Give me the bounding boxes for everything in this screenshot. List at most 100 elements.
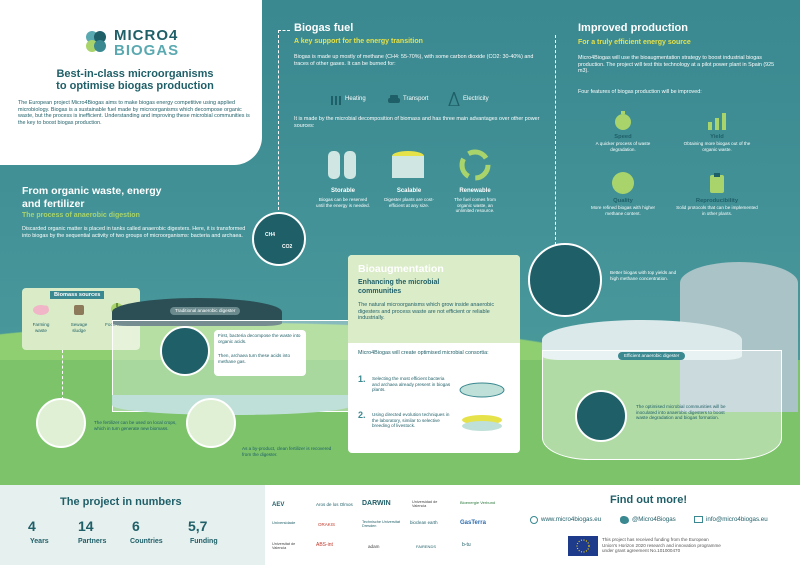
stat-value: 14: [78, 518, 94, 534]
feature-title: Reproducibility: [695, 198, 739, 204]
funding-note: This project has received funding from t…: [602, 537, 721, 554]
crops-icon: [36, 398, 86, 448]
step-text: Selecting the most efficient bacteria an…: [372, 376, 451, 393]
recycle-icon: [458, 148, 492, 182]
globe-icon: [530, 516, 538, 524]
bioaug-title: Bioaugmentation: [358, 263, 444, 275]
advantage-desc: The fuel comes from organic waste, an un…: [454, 197, 496, 214]
advantage-title: Storable: [330, 188, 355, 194]
feature-title: Yield: [710, 134, 724, 140]
numbers-panel: [0, 485, 265, 565]
use-electricity: Electricity: [463, 96, 489, 102]
biomass-title: Biomass sources: [50, 291, 105, 299]
numbers-title: The project in numbers: [60, 496, 182, 508]
stat-value: 5,7: [188, 518, 208, 534]
connector-line: [278, 30, 290, 31]
digestion-step-2: Then, archaea turn these acids into meth…: [218, 353, 291, 364]
digester-base: [112, 395, 352, 415]
features-intro: Four features of biogas production will …: [578, 89, 702, 95]
stat-label: Years: [30, 538, 49, 545]
connector-line: [278, 30, 279, 220]
fertilizer-use: The fertilizer can be used on local crop…: [94, 420, 177, 431]
feature-title: Speed: [614, 134, 632, 140]
fertilizer-icon: [186, 398, 236, 448]
fertilizer-byproduct: As a by-product, clean fertilizer is rec…: [242, 446, 332, 457]
connector-line: [555, 35, 556, 250]
quality-icon: [612, 172, 634, 194]
partner-logo: DARWIN: [362, 500, 391, 507]
better-biogas: Better biogas with top yields and high m…: [610, 270, 677, 281]
clipboard-icon: [706, 172, 728, 194]
contact-title: Find out more!: [610, 494, 687, 506]
petri-dish-icon: [458, 380, 506, 398]
partner-logo: GasTerra: [460, 520, 486, 526]
optimized-microbes-zoom: [528, 243, 602, 317]
stat-label: Countries: [130, 538, 163, 545]
intro-body: The European project Micro4Biogas aims t…: [18, 100, 250, 126]
feature-desc: A quicker process of waste degradation.: [595, 141, 651, 152]
step-number: 1.: [358, 374, 366, 384]
brand-top: MICRO4: [114, 27, 179, 44]
molecule-co2: CO2: [282, 244, 293, 250]
partner-logo: Universidad de Valencia: [412, 500, 438, 508]
waste-body: Discarded organic matter is placed in ta…: [22, 226, 246, 239]
advantages-intro: It is made by the microbial decompositio…: [294, 116, 540, 129]
heating-icon: [330, 93, 342, 105]
website-link[interactable]: www.micro4biogas.eu: [541, 516, 602, 523]
biogas-title: Biogas fuel: [294, 22, 354, 34]
storage-tanks-icon: [326, 145, 360, 183]
consortia-intro: Micro4Biogas will create optimised micro…: [358, 350, 489, 356]
waste-title-2: and fertilizer: [22, 198, 85, 210]
partner-logo: AEV: [272, 502, 285, 508]
microbe-zoom: [160, 326, 210, 376]
partner-logo: Aros de los Olmos: [316, 502, 353, 507]
inoculated-text: The optimised microbial communities will…: [636, 404, 726, 421]
scalable-tanks-icon: [388, 148, 428, 184]
partner-logo: b-tu: [462, 542, 471, 548]
advantage-title: Scalable: [396, 188, 422, 194]
partner-logo: Universidade: [272, 520, 296, 525]
waste-title-1: From organic waste, energy: [22, 185, 162, 197]
efficient-digester-label: Efficient anaerobic digester: [618, 352, 686, 360]
stopwatch-icon: [612, 110, 634, 132]
partner-logo: Bioenergie Verbund: [460, 500, 496, 505]
stat-label: Partners: [78, 538, 107, 545]
feature-title: Quality: [613, 198, 633, 204]
bioaugmentation-header-bg: [348, 255, 520, 343]
molecule-ch4: CH4: [265, 232, 276, 238]
improved-title: Improved production: [578, 22, 688, 34]
use-transport: Transport: [403, 96, 429, 102]
biogas-body: Biogas is made up mostly of methane (CH4…: [294, 54, 534, 67]
yield-chart-icon: [706, 110, 728, 132]
improved-subtitle: For a truly efficient energy source: [578, 39, 691, 46]
intro-panel: [0, 0, 262, 165]
pylon-icon: [448, 89, 460, 107]
step-number: 2.: [358, 410, 366, 420]
intro-title-2: to optimise biogas production: [56, 80, 214, 92]
stat-value: 6: [132, 518, 140, 534]
advantage-desc: Digester plants are cost-efficient at an…: [384, 197, 434, 208]
intro-title-1: Best-in-class microorganisms: [56, 68, 214, 80]
partner-logo: bioclean earth: [410, 520, 438, 525]
feature-desc: More refined biogas with higher methane …: [590, 205, 656, 216]
feature-desc: Obtaining more biogas out of the organic…: [683, 141, 751, 152]
bioaug-subtitle-1: Enhancing the microbial: [358, 279, 440, 286]
pig-icon: [32, 302, 50, 316]
feature-desc: Solid protocols that can be implemented …: [676, 205, 758, 216]
partner-logo: ORAKIS: [318, 522, 336, 527]
advantage-desc: Biogas can be reserved until the energy …: [316, 197, 370, 208]
partner-logo: FAIRENDS: [416, 544, 437, 549]
petri-stack-icon: [458, 414, 506, 434]
gas-molecules-zoom: [252, 212, 306, 266]
partner-logo: Technische Universitat Dresden: [362, 520, 400, 528]
partner-logo: ABS-int: [316, 542, 333, 548]
step-text: Using directed evolution techniques in t…: [372, 412, 450, 429]
partner-logo: adam: [368, 544, 380, 549]
twitter-link[interactable]: @Micro4Biogas: [632, 516, 676, 523]
email-link[interactable]: info@micro4biogas.eu: [706, 516, 768, 523]
sludge-icon: [72, 302, 86, 316]
stat-label: Funding: [190, 538, 218, 545]
biomass-item: Sewage sludge: [70, 322, 88, 333]
biogas-subtitle: A key support for the energy transition: [294, 38, 423, 45]
